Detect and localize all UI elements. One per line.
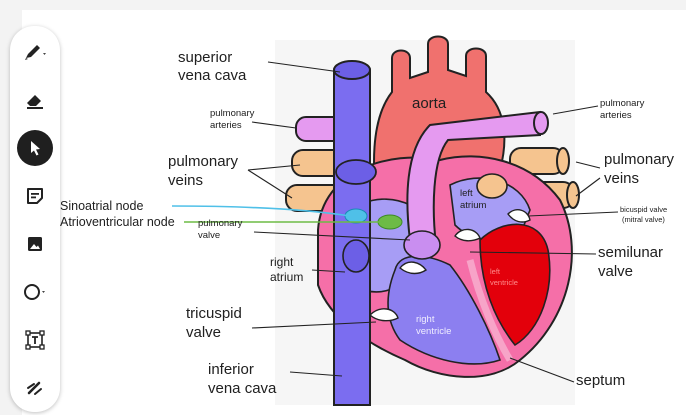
- label-aorta: aorta: [412, 95, 447, 112]
- label-bicuspid-valve-2: (mitral valve): [622, 215, 665, 224]
- label-pulmonary-valve-2: valve: [198, 230, 220, 241]
- label-pulmonary-arteries-left: pulmonary: [210, 108, 255, 119]
- label-septum: septum: [576, 372, 625, 389]
- label-pulmonary-valve: pulmonary: [198, 218, 243, 229]
- label-semilunar-valve-2: valve: [598, 263, 633, 280]
- label-pulmonary-arteries-right-2: arteries: [600, 110, 632, 121]
- label-pulmonary-veins-right: pulmonary: [604, 151, 675, 168]
- label-superior-vena-cava-2: vena cava: [178, 67, 247, 84]
- label-left-atrium: left: [460, 188, 473, 199]
- label-pulmonary-veins-left-2: veins: [168, 172, 203, 189]
- label-right-atrium: right: [270, 255, 294, 269]
- label-pulmonary-veins-left: pulmonary: [168, 153, 239, 170]
- label-bicuspid-valve: bicuspid valve: [620, 205, 667, 214]
- label-pulmonary-arteries-right: pulmonary: [600, 98, 645, 109]
- label-left-ventricle-2: ventricle: [490, 278, 518, 287]
- label-tricuspid-valve: tricuspid: [186, 305, 242, 322]
- label-pulmonary-veins-right-2: veins: [604, 170, 639, 187]
- label-superior-vena-cava: superior: [178, 49, 232, 66]
- label-inferior-vena-cava: inferior: [208, 361, 254, 378]
- label-inferior-vena-cava-2: vena cava: [208, 380, 277, 397]
- label-left-ventricle: left: [490, 267, 501, 276]
- label-right-ventricle: right: [416, 314, 435, 325]
- label-semilunar-valve: semilunar: [598, 244, 663, 261]
- label-tricuspid-valve-2: valve: [186, 324, 221, 341]
- label-sinoatrial-node: Sinoatrial node: [60, 199, 143, 213]
- label-right-atrium-2: atrium: [270, 270, 303, 284]
- label-left-atrium-2: atrium: [460, 200, 486, 211]
- label-atrioventricular-node: Atrioventricular node: [60, 215, 175, 229]
- label-right-ventricle-2: ventricle: [416, 326, 451, 337]
- label-pulmonary-arteries-left-2: arteries: [210, 120, 242, 131]
